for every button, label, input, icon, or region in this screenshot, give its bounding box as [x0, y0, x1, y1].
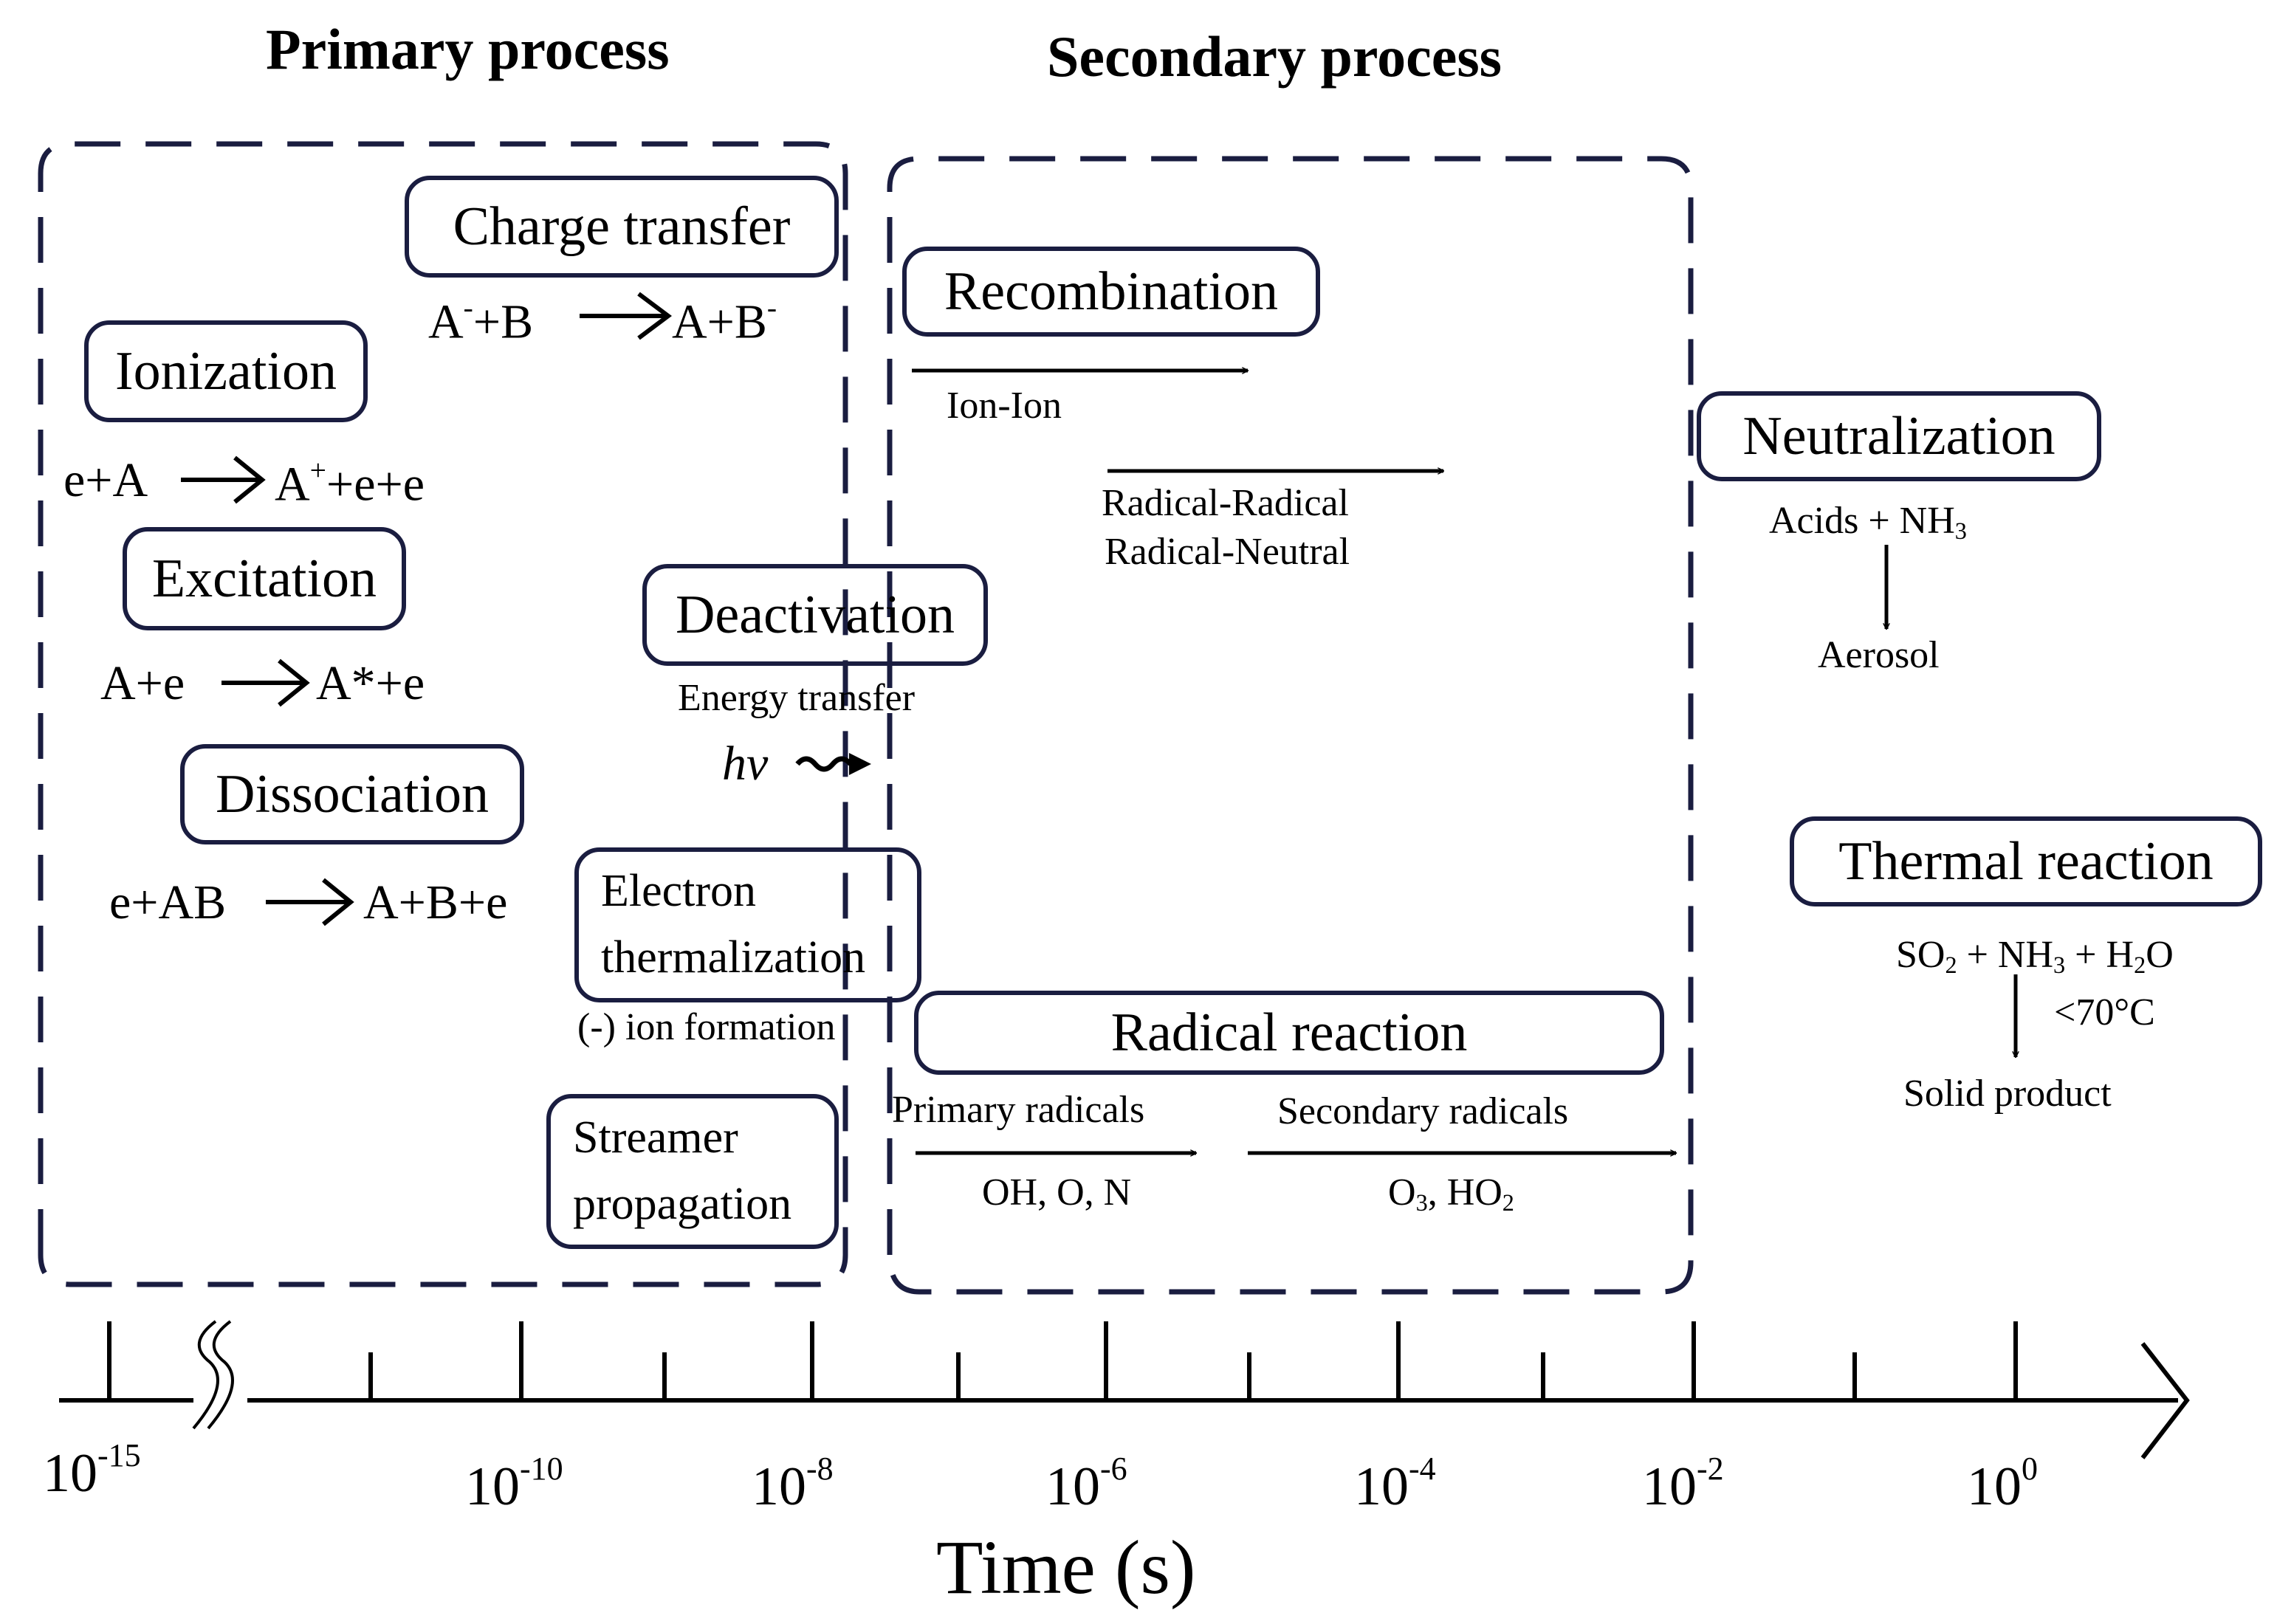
- dissociation-box: Dissociation: [180, 744, 524, 844]
- axis-title: Time (s): [936, 1525, 1196, 1610]
- charge-transfer-box: Charge transfer: [405, 176, 839, 278]
- axis-tick-label: 10-6: [1045, 1451, 1127, 1517]
- radical-neutral-label: Radical-Neutral: [1105, 531, 1350, 573]
- axis-arrowhead: [2140, 1342, 2190, 1459]
- dissociation-lhs: e+AB: [109, 875, 227, 929]
- recombination-box: Recombination: [902, 247, 1320, 337]
- secondary-radicals-label: Secondary radicals: [1277, 1090, 1569, 1132]
- hv-photon-arrowhead: [849, 753, 871, 775]
- hv-photon-arrow: [795, 756, 853, 772]
- axis-break: [192, 1320, 219, 1430]
- electron-thermalization-box: Electron thermalization: [574, 847, 921, 1002]
- dissociation-rhs: A+B+e: [363, 875, 508, 929]
- axis-tick-label: 10-10: [465, 1451, 563, 1517]
- axis-tick-label: 10-2: [1642, 1451, 1724, 1517]
- neutralization-reactants: Acids + NH3: [1769, 500, 1967, 545]
- energy-transfer-label: Energy transfer: [678, 677, 916, 719]
- axis-tick-label: 10-8: [752, 1451, 834, 1517]
- axis-tick-label: 10-15: [43, 1437, 141, 1504]
- primary-radicals-species: OH, O, N: [982, 1171, 1132, 1214]
- secondary-process-frame: [887, 156, 1694, 1295]
- deactivation-box: Deactivation: [642, 564, 988, 666]
- secondary-radicals-species: O3, HO2: [1388, 1171, 1514, 1217]
- axis-tick-label: 100: [1967, 1451, 2038, 1517]
- ion-formation-label: (-) ion formation: [577, 1006, 836, 1048]
- ionization-rhs: A++e+e: [275, 454, 425, 512]
- streamer-propagation-line-2: propagation: [573, 1179, 792, 1229]
- excitation-arrow: [221, 658, 310, 707]
- electron-thermalization-line-1: Electron: [601, 866, 757, 917]
- dissociation-arrow: [266, 878, 354, 926]
- thermal-reaction-label: Thermal reaction: [1838, 830, 2214, 892]
- time-axis: [59, 1320, 2190, 1459]
- excitation-label: Excitation: [151, 548, 377, 609]
- ionization-box: Ionization: [84, 320, 368, 422]
- excitation-lhs: A+e: [100, 656, 185, 710]
- thermal-condition-label: <70°C: [2054, 991, 2155, 1033]
- thermal-reactants: SO2 + NH3 + H2O: [1896, 934, 2174, 979]
- radical-radical-label: Radical-Radical: [1102, 482, 1349, 524]
- primary-process-frame: [38, 141, 848, 1287]
- ionization-label: Ionization: [114, 340, 337, 402]
- deactivation-label: Deactivation: [675, 584, 955, 645]
- ionization-lhs: e+A: [63, 453, 148, 507]
- streamer-propagation-box: Streamer propagation: [546, 1094, 839, 1249]
- charge-transfer-rhs: A+B-: [672, 292, 777, 349]
- primary-process-title: Primary process: [266, 17, 670, 81]
- ion-ion-label: Ion-Ion: [947, 385, 1062, 427]
- dissociation-label: Dissociation: [216, 763, 489, 825]
- electron-thermalization-line-2: thermalization: [601, 932, 866, 983]
- solid-product-label: Solid product: [1903, 1073, 2112, 1115]
- neutralization-label: Neutralization: [1742, 405, 2056, 467]
- neutralization-box: Neutralization: [1697, 391, 2101, 481]
- recombination-label: Recombination: [944, 261, 1279, 322]
- streamer-propagation-line-1: Streamer: [573, 1112, 738, 1163]
- aerosol-label: Aerosol: [1818, 634, 1940, 676]
- charge-transfer-label: Charge transfer: [453, 196, 791, 257]
- charge-transfer-lhs: A-+B: [428, 292, 534, 349]
- excitation-box: Excitation: [123, 527, 406, 630]
- radical-reaction-label: Radical reaction: [1110, 1002, 1468, 1063]
- excitation-rhs: A*+e: [316, 656, 425, 710]
- ionization-arrow: [181, 455, 266, 504]
- thermal-reaction-box: Thermal reaction: [1790, 816, 2262, 906]
- charge-transfer-arrow: [580, 292, 672, 340]
- primary-radicals-label: Primary radicals: [892, 1089, 1145, 1131]
- secondary-process-title: Secondary process: [1047, 24, 1502, 89]
- radical-reaction-box: Radical reaction: [914, 991, 1664, 1075]
- axis-ticks: [107, 1321, 2018, 1400]
- axis-tick-label: 10-4: [1354, 1451, 1436, 1517]
- hv-label: hv: [722, 737, 769, 791]
